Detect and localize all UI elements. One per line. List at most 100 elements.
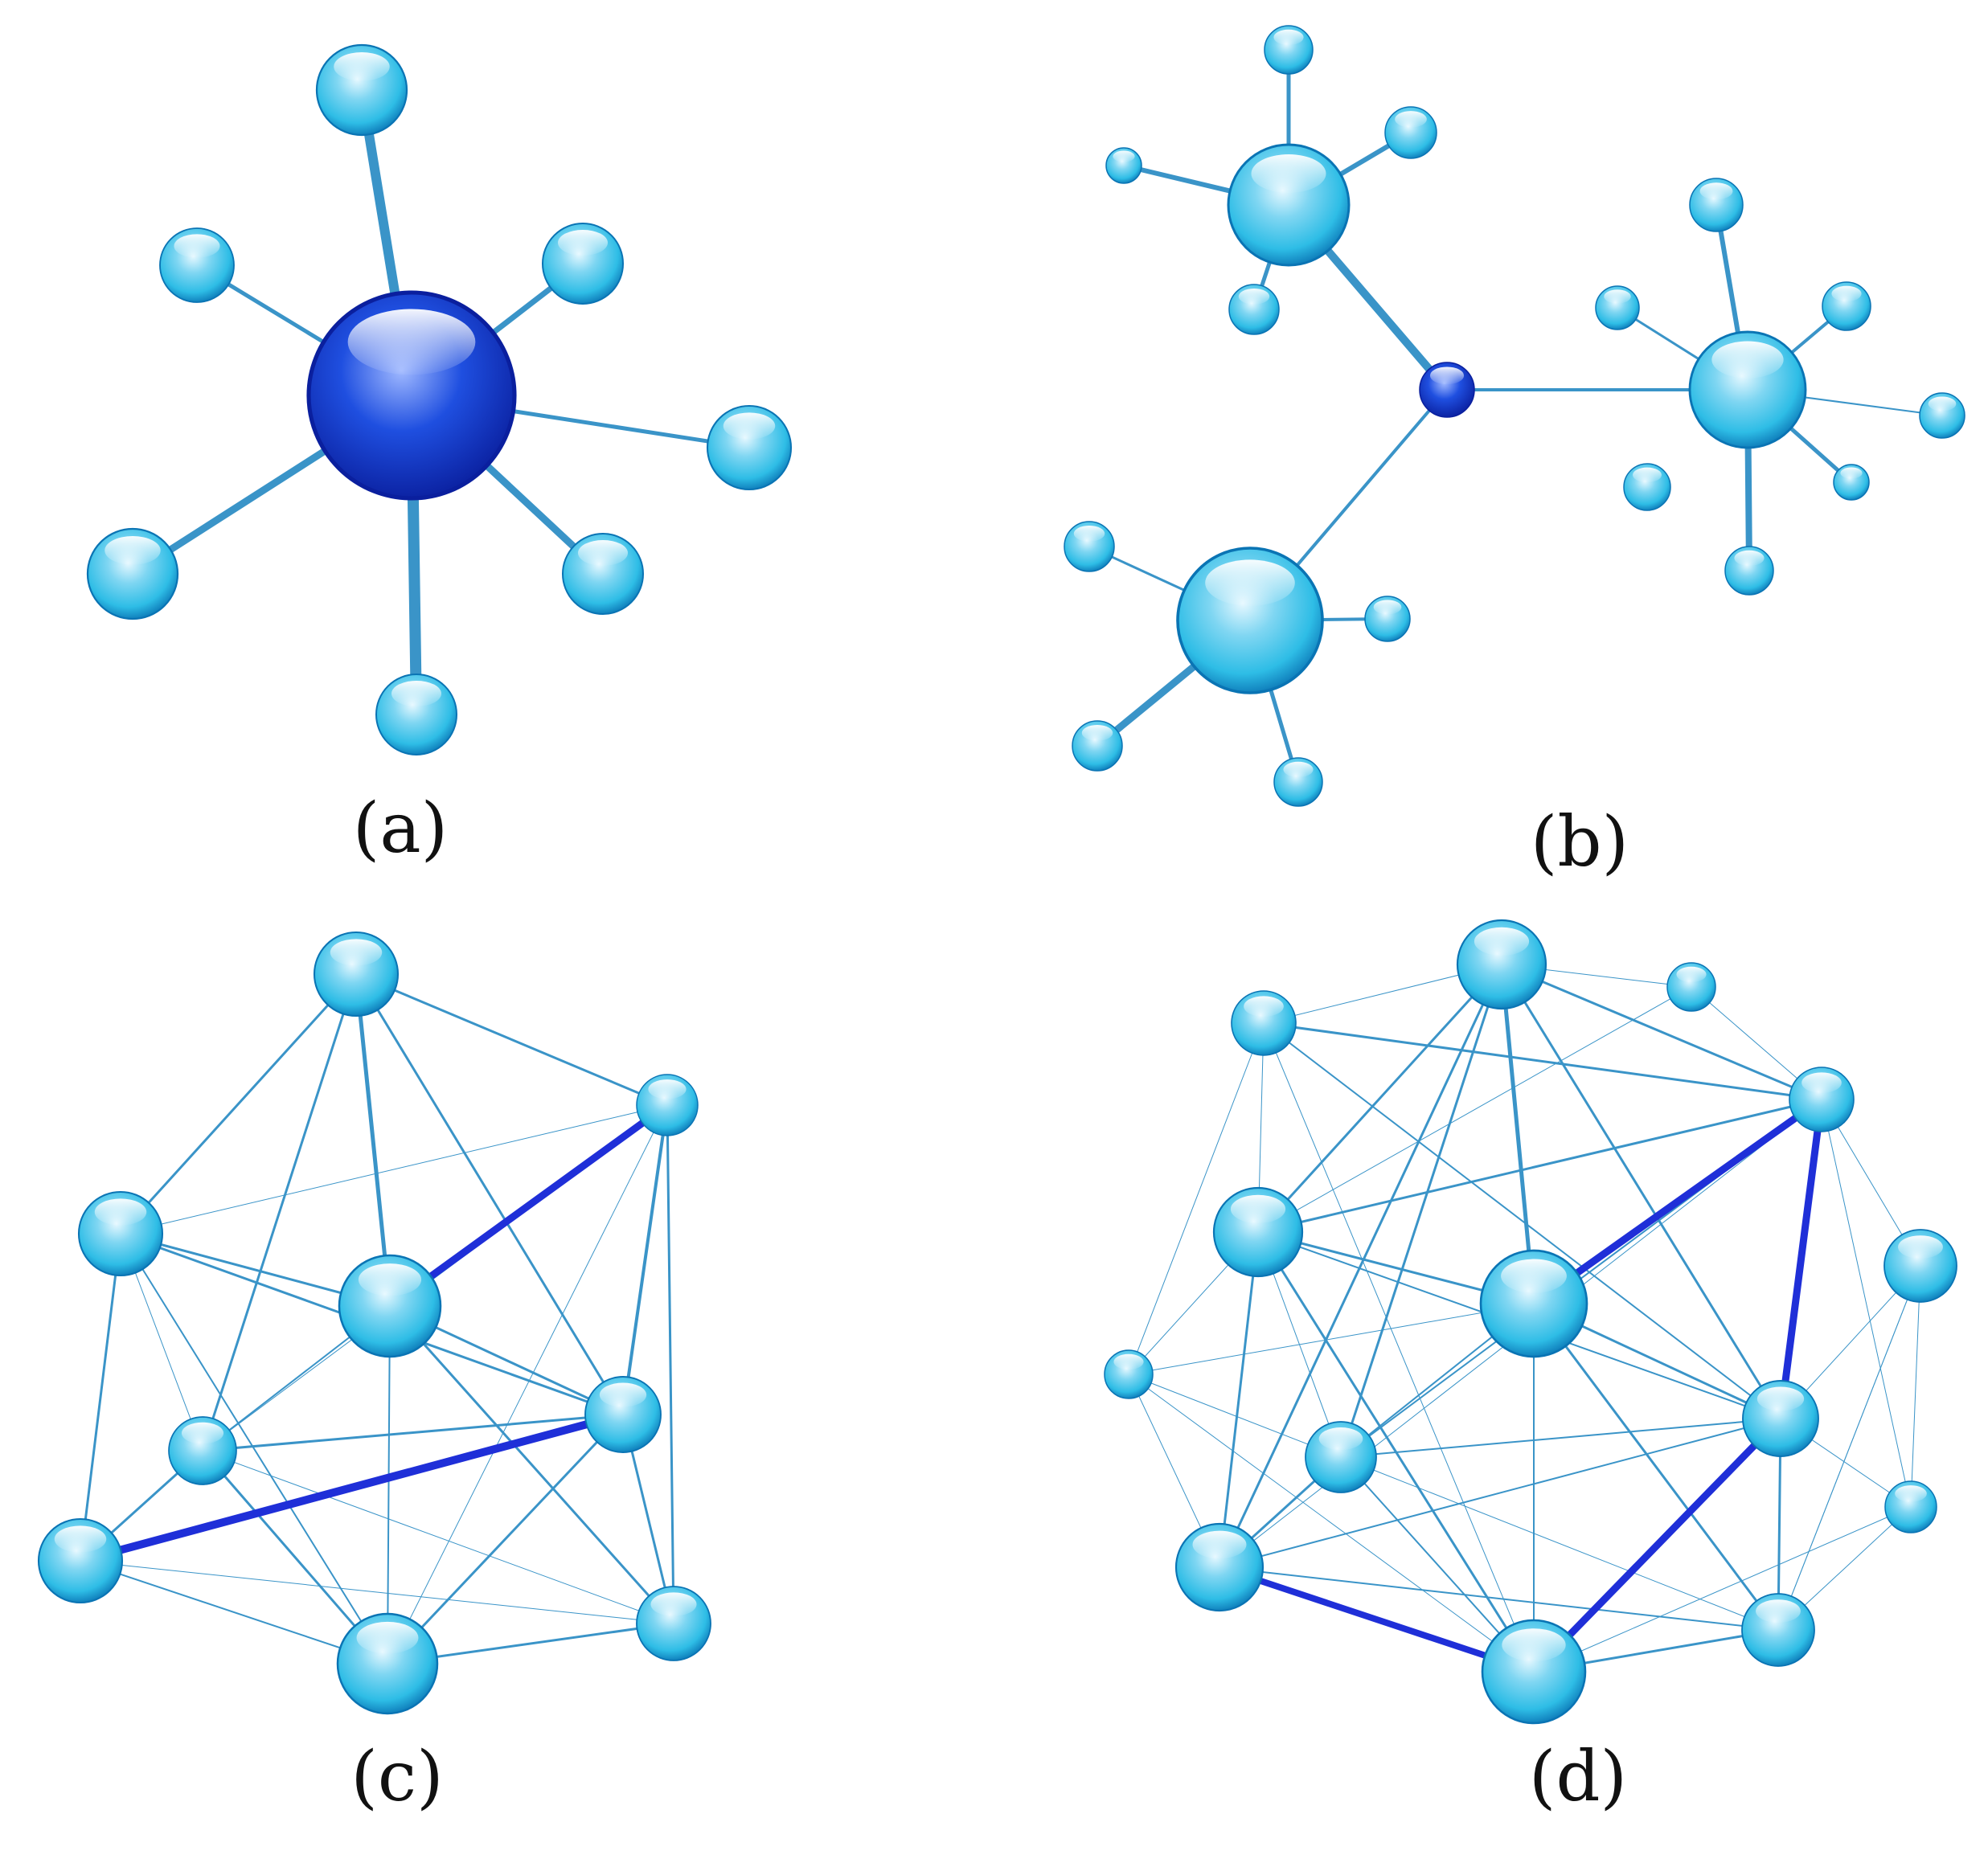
- edge-c-25: [202, 1450, 674, 1624]
- edge-d-14: [1257, 986, 1692, 1233]
- edge-c-12: [666, 1103, 675, 1625]
- node-b-2: [1264, 25, 1314, 75]
- edge-c-8: [79, 1232, 122, 1562]
- highlight-edge-d-3: [1216, 1564, 1537, 1675]
- node-b-8: [1364, 596, 1411, 642]
- edge-d-10: [1128, 1022, 1265, 1375]
- node-c-6: [37, 1517, 124, 1604]
- node-b-5: [1228, 284, 1280, 335]
- node-d-2: [1231, 990, 1297, 1056]
- edge-d-38: [1219, 1418, 1781, 1568]
- edge-d-2: [1500, 963, 1823, 1101]
- node-d-11: [1174, 1522, 1265, 1612]
- edge-d-26: [1532, 1302, 1780, 1632]
- node-b-10: [1273, 757, 1323, 807]
- edge-d-4: [1499, 962, 1536, 1306]
- edge-d-44: [1533, 1506, 1912, 1673]
- edge-c-19: [201, 1413, 625, 1452]
- node-b-1: [1227, 143, 1351, 267]
- edge-c-4: [355, 972, 625, 1416]
- nodes-layer: [37, 25, 1965, 1725]
- node-d-7: [1104, 1349, 1154, 1399]
- edge-d-15: [1256, 1098, 1823, 1234]
- highlight-edge-d-2: [1530, 1415, 1785, 1676]
- caption-c: (c): [350, 1737, 444, 1817]
- node-c-4: [584, 1376, 662, 1453]
- node-b-13: [1595, 285, 1640, 330]
- edge-c-13: [387, 1104, 668, 1664]
- node-b-18: [1724, 546, 1774, 596]
- edge-d-45: [1219, 1566, 1779, 1631]
- node-b-17: [1833, 464, 1870, 501]
- caption-b: (b): [1530, 802, 1629, 882]
- edge-c-16: [388, 1304, 675, 1625]
- node-b-11: [1688, 330, 1807, 449]
- node-c-0: [313, 931, 400, 1017]
- edge-d-12: [1263, 1022, 1535, 1673]
- node-d-0: [1456, 919, 1547, 1010]
- edge-d-35: [1128, 1374, 1342, 1458]
- node-c-1: [636, 1074, 699, 1136]
- edge-c-20: [386, 1413, 625, 1665]
- edge-d-28: [1128, 1303, 1535, 1375]
- edge-d-37: [1340, 1418, 1781, 1458]
- node-c-8: [636, 1586, 711, 1661]
- node-b-6: [1176, 547, 1324, 694]
- highlight-edge-d-0: [1530, 1095, 1826, 1308]
- node-d-13: [1741, 1593, 1815, 1667]
- node-d-12: [1481, 1619, 1587, 1725]
- highlight-edge-c-0: [386, 1101, 671, 1310]
- highlight-edge-d-1: [1777, 1095, 1826, 1423]
- edge-d-7: [1218, 963, 1503, 1569]
- edge-c-5: [120, 1104, 668, 1234]
- node-b-12: [1689, 178, 1744, 232]
- node-d-3: [1789, 1067, 1855, 1132]
- edge-d-3: [1256, 963, 1503, 1234]
- node-a-4: [706, 404, 793, 491]
- edge-d-34: [1128, 1374, 1535, 1673]
- edge-c-27: [80, 1560, 674, 1624]
- edge-c-9: [120, 1233, 388, 1664]
- highlight-edge-c-1: [76, 1411, 627, 1565]
- node-c-5: [168, 1416, 237, 1485]
- node-d-9: [1305, 1421, 1377, 1493]
- node-a-5: [86, 527, 179, 620]
- edge-d-5: [1339, 963, 1503, 1459]
- node-a-2: [159, 227, 235, 303]
- node-d-4: [1212, 1186, 1304, 1278]
- edge-d-48: [1777, 1265, 1921, 1631]
- node-d-6: [1883, 1229, 1957, 1303]
- node-d-1: [1666, 962, 1716, 1012]
- edge-c-3: [201, 972, 358, 1452]
- edge-c-11: [621, 1103, 669, 1416]
- node-b-15: [1919, 392, 1965, 439]
- edge-d-30: [1910, 1265, 1921, 1508]
- caption-d: (d): [1528, 1737, 1628, 1817]
- node-b-9: [1072, 720, 1123, 772]
- edge-c-0: [119, 972, 358, 1235]
- node-c-7: [336, 1612, 439, 1715]
- node-d-8: [1742, 1380, 1819, 1457]
- edge-c-2: [354, 972, 392, 1308]
- node-a-3: [542, 223, 624, 305]
- hub-node-b-0: [1419, 362, 1475, 418]
- edge-c-26: [80, 1560, 388, 1664]
- node-c-3: [338, 1254, 442, 1358]
- edge-d-6: [1500, 963, 1782, 1420]
- node-a-7: [375, 674, 457, 755]
- node-b-7: [1064, 521, 1115, 572]
- edge-d-9: [1262, 1022, 1823, 1101]
- edge-d-42: [1340, 1456, 1779, 1631]
- edge-d-11: [1263, 1022, 1781, 1419]
- node-b-14: [1822, 281, 1871, 331]
- hub-node-a-0: [306, 290, 517, 501]
- node-b-16: [1623, 463, 1671, 511]
- caption-a: (a): [352, 788, 449, 869]
- edge-d-20: [1218, 1230, 1260, 1569]
- edge-c-1: [355, 972, 669, 1107]
- node-d-5: [1479, 1249, 1588, 1358]
- node-b-3: [1384, 106, 1437, 159]
- edge-d-17: [1821, 1099, 1912, 1508]
